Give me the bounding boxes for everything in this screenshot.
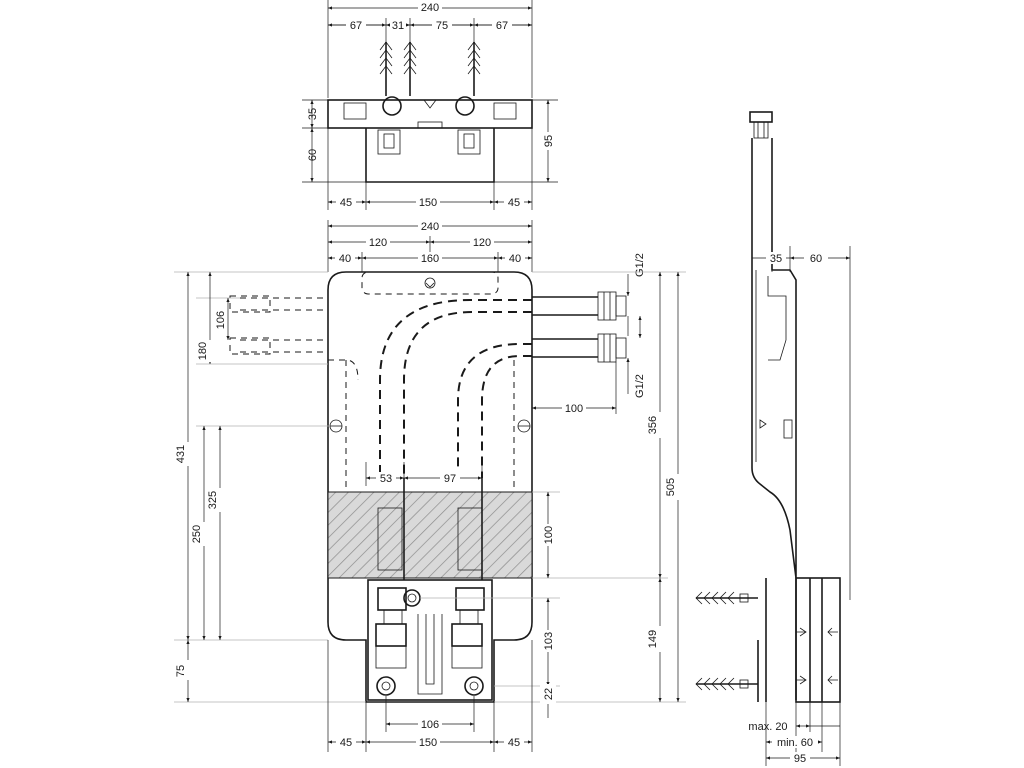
front-dim-100-hatch: 100 [543, 526, 555, 544]
front-dim-160: 160 [421, 253, 439, 265]
front-dim-180: 180 [197, 342, 209, 360]
front-dim-75: 75 [175, 665, 187, 677]
top-dim-31: 31 [392, 20, 404, 32]
front-dim-120b: 120 [473, 237, 491, 249]
front-dim-40b: 40 [509, 253, 521, 265]
top-dim-67a: 67 [350, 20, 362, 32]
front-thread-bottom: G1/2 [634, 374, 646, 398]
front-dim-250: 250 [191, 525, 203, 543]
side-dim-max20: max. 20 [748, 721, 787, 733]
top-dim-60: 60 [307, 149, 319, 161]
front-dim-120a: 120 [369, 237, 387, 249]
side-dim-95: 95 [794, 753, 806, 765]
front-dim-45b: 45 [508, 737, 520, 749]
front-dim-149: 149 [647, 630, 659, 648]
side-dim-35: 35 [770, 253, 782, 265]
front-dim-100-stubout: 100 [565, 403, 583, 415]
front-dim-45a: 45 [340, 737, 352, 749]
side-dim-min60: min. 60 [777, 737, 813, 749]
front-dim-53: 53 [380, 473, 392, 485]
front-dim-106-bottom: 106 [421, 719, 439, 731]
front-dim-103: 103 [543, 632, 555, 650]
front-dim-325: 325 [207, 491, 219, 509]
top-dim-67b: 67 [496, 20, 508, 32]
front-dim-97: 97 [444, 473, 456, 485]
side-dim-60: 60 [810, 253, 822, 265]
front-view: 240 120 120 40 160 40 [174, 220, 686, 752]
front-dim-22: 22 [543, 688, 555, 700]
wall-plug-icon [379, 41, 481, 96]
top-dim-45b: 45 [508, 197, 520, 209]
top-dim-45a: 45 [340, 197, 352, 209]
front-dim-150: 150 [419, 737, 437, 749]
front-thread-top: G1/2 [634, 253, 646, 277]
top-dim-95: 95 [543, 135, 555, 147]
top-dim-75: 75 [436, 20, 448, 32]
front-dim-40a: 40 [339, 253, 351, 265]
right-fitting-icon [597, 291, 627, 363]
side-view: 35 60 max. 20 min. 60 95 [695, 111, 851, 766]
front-dim-356: 356 [647, 416, 659, 434]
front-dim-240: 240 [421, 221, 439, 233]
front-dim-505: 505 [665, 478, 677, 496]
top-dim-240: 240 [421, 2, 439, 14]
left-fitting-icon [229, 295, 271, 355]
arrow-icon [796, 627, 838, 685]
wall-plug-icon-side [695, 591, 758, 691]
top-dim-35: 35 [307, 108, 319, 120]
valve-icon [375, 587, 485, 696]
front-dim-431: 431 [175, 445, 187, 463]
top-dim-150: 150 [419, 197, 437, 209]
front-dim-106-left: 106 [215, 311, 227, 329]
top-view: 240 67 31 75 67 [302, 0, 558, 210]
